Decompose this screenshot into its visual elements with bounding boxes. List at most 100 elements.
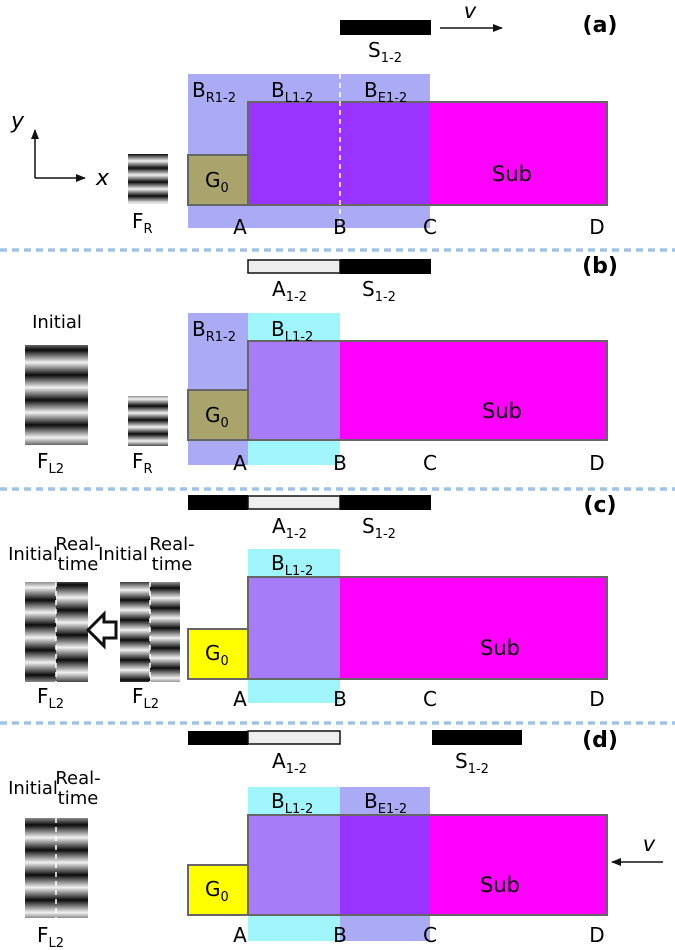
fringe-reflect-label: FR [132, 449, 153, 477]
fringe-label-2: FL2 [132, 684, 159, 712]
position-markers: A B C D [233, 215, 605, 239]
point-b: B [333, 215, 347, 239]
aperture-bar [247, 730, 341, 745]
slit-label: S1-2 [368, 38, 402, 66]
velocity-label: v [464, 0, 477, 23]
point-c: C [423, 687, 437, 711]
aperture-label: A1-2 [272, 749, 307, 777]
fringe-reflect-label: FR [132, 209, 153, 237]
panel-c-label: (c) [583, 493, 616, 518]
point-c: C [423, 923, 437, 947]
fringe-realtime-2 [150, 582, 180, 682]
locked-region [249, 578, 340, 678]
slit-bar-left [188, 495, 248, 510]
beam-lock-label: BL1-2 [271, 789, 313, 817]
locked-region [249, 342, 340, 439]
substrate-label: Sub [480, 873, 520, 897]
initial-label-1: Initial [8, 544, 58, 565]
realtime-label-b: time [58, 788, 99, 809]
realtime-label-2b: time [152, 554, 193, 575]
velocity-label: v [643, 832, 656, 856]
realtime-label-1b: time [58, 554, 99, 575]
beam-reflect-label: BR1-2 [192, 317, 236, 345]
point-a: A [233, 687, 247, 711]
panel-d: (d) A1-2 S1-2 G0 Sub BL1-2 BE1-2 v Initi… [8, 728, 663, 950]
fringe-initial [25, 818, 56, 918]
beam-expose-label: BE1-2 [364, 78, 407, 106]
point-b: B [333, 451, 347, 475]
initial-label: Initial [32, 312, 82, 333]
position-markers: A B C D [233, 451, 605, 475]
fringe-reflect [128, 396, 168, 446]
exposed-region [249, 103, 430, 204]
slit-bar [340, 259, 431, 274]
fringe-lock-initial [25, 345, 88, 445]
grating-label: G0 [205, 877, 229, 905]
coordinate-axes [31, 129, 86, 182]
aperture-label: A1-2 [272, 277, 307, 305]
locked-region [249, 816, 340, 914]
reference-grating [187, 628, 249, 680]
exposed-region [340, 816, 430, 914]
panel-b: (b) A1-2 S1-2 G0 Sub BR1-2 BL1-2 Initial… [25, 254, 618, 477]
slit-bar [340, 20, 431, 35]
point-b: B [333, 687, 347, 711]
position-markers: A B C D [233, 923, 605, 947]
aperture-bar [247, 495, 341, 510]
point-d: D [589, 451, 604, 475]
beam-reflect-label: BR1-2 [192, 78, 236, 106]
fringe-initial-2 [120, 582, 150, 682]
slit-bar [432, 730, 522, 745]
fringe-label-1: FL2 [37, 684, 64, 712]
fringe-initial-1 [25, 582, 56, 682]
panel-a-label: (a) [583, 13, 618, 38]
point-d: D [589, 687, 604, 711]
reference-grating [187, 864, 249, 916]
grating-label: G0 [205, 168, 229, 196]
slit-bar [340, 495, 431, 510]
substrate-label: Sub [480, 636, 520, 660]
panel-a: (a) S1-2 v G0 Sub BR1-2 BL1-2 BE1-2 y x … [10, 0, 617, 239]
slit-label: S1-2 [362, 514, 396, 542]
axis-x-label: x [95, 166, 110, 191]
position-markers: A B C D [233, 687, 605, 711]
beam-expose-label: BE1-2 [364, 789, 407, 817]
panel-c: (c) A1-2 S1-2 G0 Sub BL1-2 Initial Real-… [8, 493, 616, 712]
point-a: A [233, 451, 247, 475]
grating-label: G0 [205, 641, 229, 669]
fringe-realtime-1 [56, 582, 88, 682]
fringe-reflect [128, 154, 168, 204]
reference-grating [187, 154, 249, 206]
fringe-label: FL2 [37, 923, 64, 950]
beam-lock-label: BL1-2 [271, 551, 313, 579]
realtime-label-1: Real- [55, 534, 100, 555]
substrate-label: Sub [492, 162, 532, 186]
aperture-bar [247, 259, 341, 274]
reference-grating [187, 389, 249, 441]
substrate-label: Sub [482, 399, 522, 423]
slit-bar-left [188, 731, 248, 745]
grating-label: G0 [205, 403, 229, 431]
point-a: A [233, 215, 247, 239]
panel-b-label: (b) [582, 254, 618, 279]
point-c: C [423, 215, 437, 239]
realtime-label-2: Real- [149, 534, 194, 555]
initial-label: Initial [8, 778, 58, 799]
aperture-label: A1-2 [272, 514, 307, 542]
realtime-label: Real- [55, 768, 100, 789]
point-a: A [233, 923, 247, 947]
beam-lock-label: BL1-2 [271, 78, 313, 106]
point-c: C [423, 451, 437, 475]
point-b: B [333, 923, 347, 947]
point-d: D [589, 923, 604, 947]
fringe-realtime [56, 818, 88, 918]
beam-lock-label: BL1-2 [271, 317, 313, 345]
initial-label-2: Initial [98, 544, 148, 565]
axis-y-label: y [10, 109, 25, 134]
point-d: D [589, 215, 604, 239]
fringe-lock-label: FL2 [37, 449, 64, 477]
slit-label: S1-2 [362, 277, 396, 305]
panel-d-label: (d) [582, 728, 618, 753]
slit-label: S1-2 [455, 749, 489, 777]
